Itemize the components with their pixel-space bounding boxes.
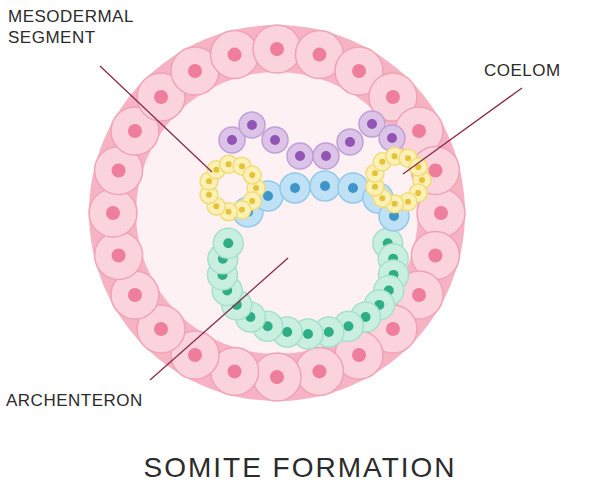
cell-nucleus	[206, 192, 212, 198]
cell-nucleus	[239, 207, 245, 213]
cell-nucleus	[415, 190, 421, 196]
cell	[337, 129, 363, 155]
cell-nucleus	[412, 124, 426, 138]
cell	[287, 143, 313, 169]
cell-nucleus	[405, 199, 411, 205]
cell-nucleus	[247, 120, 257, 130]
cell-nucleus	[188, 64, 202, 78]
cell	[243, 166, 261, 184]
part-label: ARCHENTERON	[6, 390, 143, 411]
cell-nucleus	[419, 177, 425, 183]
cell-nucleus	[295, 151, 305, 161]
cell-nucleus	[188, 348, 202, 362]
cell-nucleus	[223, 238, 233, 248]
cell-nucleus	[106, 206, 120, 220]
cell-nucleus	[270, 42, 284, 56]
cell-nucleus	[213, 167, 219, 173]
leader-line	[150, 258, 288, 380]
cell	[211, 31, 259, 79]
cell-nucleus	[392, 201, 398, 207]
leader-lines	[100, 66, 522, 380]
cell-nucleus	[321, 151, 331, 161]
cell-nucleus	[249, 198, 255, 204]
cell	[253, 353, 301, 401]
cell	[253, 25, 301, 73]
cell	[213, 228, 243, 258]
cell-nucleus	[206, 178, 212, 184]
cell-nucleus	[428, 248, 442, 262]
cell-nucleus	[379, 159, 385, 165]
cell-nucleus	[270, 370, 284, 384]
cell-nucleus	[112, 164, 126, 178]
cell-nucleus	[239, 163, 245, 169]
cell-nucleus	[352, 348, 366, 362]
cell	[313, 143, 339, 169]
cell-nucleus	[228, 48, 242, 62]
cell-nucleus	[128, 288, 142, 302]
cell	[239, 112, 265, 138]
cell-nucleus	[128, 124, 142, 138]
cell-nucleus	[372, 170, 378, 176]
cell-layers	[89, 25, 465, 401]
cell-nucleus	[154, 322, 168, 336]
cell-nucleus	[312, 48, 326, 62]
cell-nucleus	[303, 329, 313, 339]
cell-nucleus	[367, 119, 377, 129]
ectoderm-outline	[89, 25, 465, 401]
cell-nucleus	[387, 133, 397, 143]
cell-nucleus	[343, 321, 353, 331]
cell-nucleus	[372, 184, 378, 190]
cell-nucleus	[405, 155, 411, 161]
cell-nucleus	[386, 90, 400, 104]
blastocoel-ground	[136, 72, 418, 354]
cell-nucleus	[434, 206, 448, 220]
cell	[89, 189, 137, 237]
cell-nucleus	[227, 135, 237, 145]
cell-nucleus	[154, 90, 168, 104]
part-label: MESODERMAL SEGMENT	[8, 6, 158, 48]
cell-nucleus	[392, 153, 398, 159]
cell-nucleus	[228, 364, 242, 378]
cell	[280, 173, 310, 203]
cell-nucleus	[345, 137, 355, 147]
cell	[295, 347, 343, 395]
cell-nucleus	[226, 161, 232, 167]
cell-nucleus	[320, 181, 330, 191]
cell-nucleus	[270, 135, 280, 145]
cell-nucleus	[249, 172, 255, 178]
cell-nucleus	[253, 185, 259, 191]
cell-nucleus	[379, 195, 385, 201]
cell-nucleus	[412, 288, 426, 302]
diagram-title: SOMITE FORMATION	[0, 452, 600, 484]
part-label: COELOM	[484, 60, 561, 81]
cell-nucleus	[282, 327, 292, 337]
cell-nucleus	[386, 322, 400, 336]
leader-line	[403, 88, 522, 174]
cell-nucleus	[112, 248, 126, 262]
cell-nucleus	[324, 327, 334, 337]
cell-nucleus	[213, 203, 219, 209]
cell-nucleus	[226, 209, 232, 215]
cell	[95, 231, 143, 279]
cell-nucleus	[348, 183, 358, 193]
cell	[262, 127, 288, 153]
cell	[310, 171, 340, 201]
leader-line	[100, 66, 212, 172]
cell-nucleus	[312, 364, 326, 378]
cell-nucleus	[290, 183, 300, 193]
cell-nucleus	[352, 64, 366, 78]
